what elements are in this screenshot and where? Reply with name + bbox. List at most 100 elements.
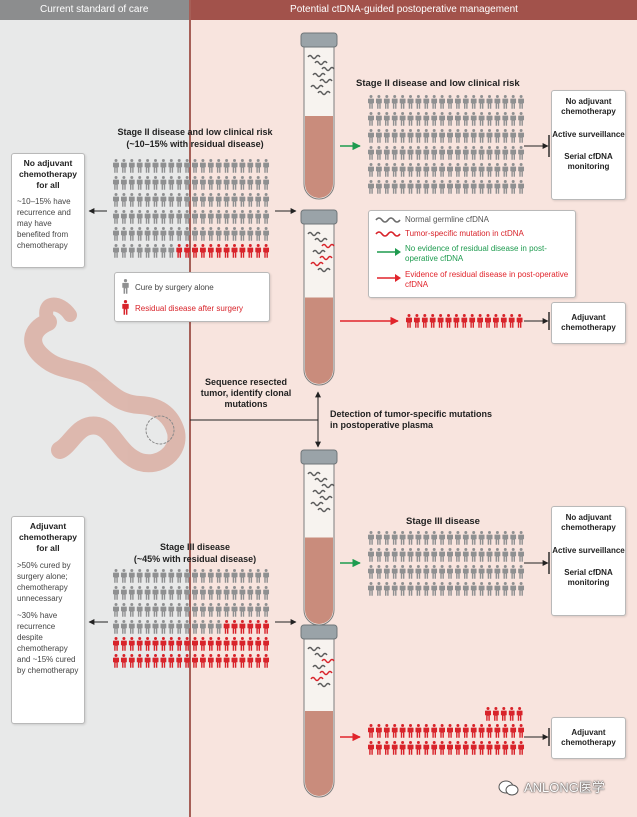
person-icon: [478, 741, 485, 755]
person-icon: [231, 227, 238, 241]
person-icon: [247, 620, 254, 634]
person-icon: [439, 129, 446, 143]
person-icon: [454, 724, 461, 738]
person-icon: [375, 565, 382, 579]
person-icon: [415, 163, 422, 177]
person-icon: [223, 569, 230, 583]
person-icon: [192, 159, 198, 173]
person-icon: [470, 548, 477, 562]
box-adjuvant-for-all: Adjuvant chemotherapy for all >50% cured…: [11, 516, 85, 724]
person-icon: [247, 637, 254, 651]
person-icon: [391, 95, 398, 109]
person-icon: [136, 193, 143, 207]
person-icon: [423, 582, 430, 596]
person-icon: [136, 176, 143, 190]
person-icon: [500, 314, 507, 328]
person-icon: [231, 210, 238, 224]
person-icon: [192, 569, 198, 583]
person-icon: [136, 586, 143, 600]
person-icon: [391, 112, 398, 126]
person-icon: [437, 314, 444, 328]
person-icon: [192, 244, 198, 258]
person-icon: [152, 193, 159, 207]
person-icon: [375, 163, 382, 177]
left-header: Current standard of care: [0, 0, 189, 20]
person-icon: [391, 163, 398, 177]
person-icon: [383, 582, 390, 596]
person-icon: [192, 586, 198, 600]
person-icon: [207, 586, 214, 600]
person-icon: [207, 193, 214, 207]
right-header: Potential ctDNA-guided postoperative man…: [191, 0, 637, 20]
person-icon: [160, 654, 167, 668]
person-icon: [415, 146, 422, 160]
options-box-stage3-negative: No adjuvant chemotherapy Active surveill…: [551, 506, 626, 616]
person-icon: [192, 193, 198, 207]
person-icon: [462, 548, 469, 562]
person-icon: [368, 180, 374, 194]
person-icon: [231, 193, 238, 207]
person-icon: [447, 582, 453, 596]
person-icon: [478, 531, 485, 545]
person-icon: [368, 548, 374, 562]
person-icon: [223, 176, 230, 190]
person-icon: [128, 603, 135, 617]
person-icon: [391, 565, 398, 579]
person-icon: [120, 159, 127, 173]
person-icon: [184, 227, 191, 241]
person-icon: [415, 565, 422, 579]
person-icon: [431, 163, 438, 177]
person-icon: [494, 582, 501, 596]
person-icon: [160, 637, 167, 651]
person-icon: [431, 531, 438, 545]
person-icon: [502, 582, 509, 596]
left-stage3-title: Stage III disease: [159, 542, 231, 552]
person-icon: [113, 193, 119, 207]
person-icon: [375, 95, 382, 109]
person-icon: [461, 314, 468, 328]
person-icon: [152, 620, 159, 634]
person-icon: [215, 620, 222, 634]
panel-divider: [189, 0, 191, 817]
left-stage3-sub: (~45% with residual disease): [133, 554, 257, 564]
person-icon: [368, 741, 374, 755]
person-icon: [415, 548, 422, 562]
person-icon: [407, 95, 414, 109]
person-icon: [415, 582, 422, 596]
person-icon: [113, 586, 119, 600]
person-icon: [199, 654, 206, 668]
person-icon: [120, 620, 127, 634]
person-icon: [207, 654, 214, 668]
person-icon: [391, 582, 398, 596]
person-icon: [462, 565, 469, 579]
person-icon: [239, 227, 246, 241]
person-icon: [223, 210, 230, 224]
person-icon: [447, 180, 453, 194]
person-icon: [407, 548, 414, 562]
options-box-stage2-positive: Adjuvant chemotherapy: [551, 302, 626, 344]
person-icon: [383, 741, 390, 755]
person-icon: [215, 176, 222, 190]
person-icon: [113, 637, 119, 651]
person-icon: [510, 163, 517, 177]
person-icon: [223, 244, 230, 258]
person-icon: [144, 637, 151, 651]
person-icon: [502, 180, 509, 194]
person-icon: [375, 112, 382, 126]
person-icon: [494, 548, 501, 562]
person-icon: [399, 582, 406, 596]
person-icon: [113, 603, 119, 617]
person-icon: [199, 586, 206, 600]
person-icon: [223, 586, 230, 600]
person-icon: [176, 620, 183, 634]
person-icon: [399, 163, 406, 177]
person-icon: [518, 129, 525, 143]
person-icon: [215, 227, 222, 241]
person-icon: [263, 159, 270, 173]
person-icon: [439, 95, 446, 109]
option-adjuvant: Adjuvant chemotherapy: [561, 728, 616, 747]
person-icon: [518, 95, 525, 109]
person-icon: [383, 724, 390, 738]
person-icon: [413, 314, 420, 328]
person-icon: [255, 210, 262, 224]
